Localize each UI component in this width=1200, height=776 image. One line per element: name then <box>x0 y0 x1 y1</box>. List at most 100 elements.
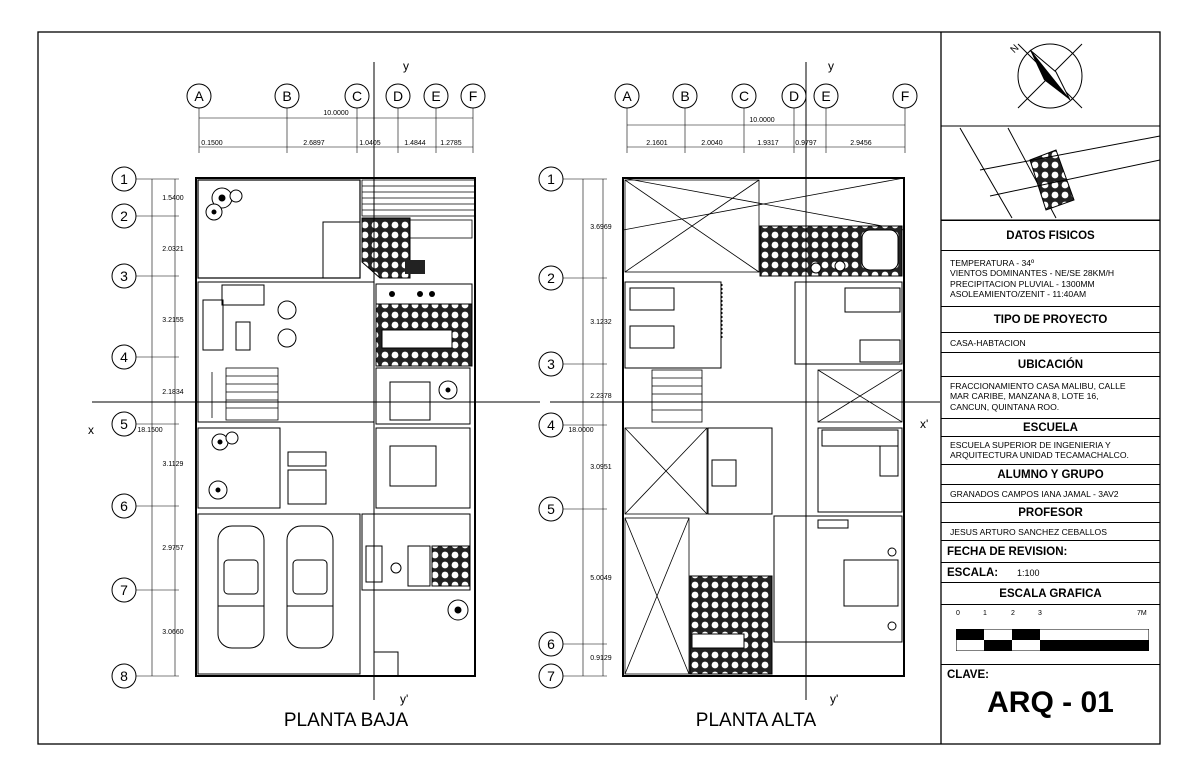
pb-row-dim-1: 2.0321 <box>162 246 184 253</box>
pb-car-2 <box>286 525 334 649</box>
pa-col-axis-f: F <box>901 88 910 104</box>
pa-col-axis-e: E <box>821 88 830 104</box>
pa-overall-height: 18.0000 <box>568 427 593 434</box>
pb-sofa-left <box>202 299 224 351</box>
escala-label: ESCALA: <box>947 567 999 579</box>
pa-sofa <box>821 429 899 447</box>
pb-study <box>375 367 471 425</box>
pa-section-x-prime: x' <box>920 417 928 431</box>
pa-void-2 <box>817 369 903 423</box>
escala-grafica-heading: ESCALA GRAFICA <box>941 582 1160 604</box>
pb-plant-2 <box>208 431 239 500</box>
pa-master-bed <box>843 559 899 607</box>
tipo-proyecto-value: CASA-HABTACION <box>950 338 1026 348</box>
planta-alta-plan <box>622 177 905 677</box>
pb-chair-2 <box>277 328 297 348</box>
scale-tick-0: 0 <box>956 610 960 617</box>
pa-study <box>707 427 773 515</box>
pb-col-axis-c: C <box>352 88 362 104</box>
pb-row-axis-5: 5 <box>120 416 128 432</box>
pa-row-axis-3: 3 <box>547 356 555 372</box>
north-arrow-icon <box>1017 43 1083 109</box>
pb-bar-base <box>287 469 327 505</box>
pa-row-axis-7: 7 <box>547 668 555 684</box>
pb-col-axis-d: D <box>393 88 403 104</box>
pb-col-axis-a: A <box>194 88 204 104</box>
scale-tick-7m: 7M <box>1137 610 1147 617</box>
graphic-scale-bar <box>956 629 1149 651</box>
pa-outer-wall <box>622 177 905 677</box>
pa-col-axis-b: B <box>680 88 689 104</box>
ubicacion-heading: UBICACIÓN <box>941 352 1160 376</box>
pa-section-y-prime: y' <box>830 692 838 706</box>
pb-section-lines <box>92 62 540 700</box>
pb-col-axis-f: F <box>469 88 478 104</box>
pb-row-dim-5: 2.9757 <box>162 545 184 552</box>
pb-row-axis-4: 4 <box>120 349 128 365</box>
escuela-heading: ESCUELA <box>941 418 1160 436</box>
pb-overall-width: 10.0000 <box>323 110 348 117</box>
pb-dining-room <box>375 427 471 509</box>
pb-row-dim-0: 1.5400 <box>162 195 184 202</box>
pb-bar <box>287 451 327 467</box>
pa-col-dim-0: 2.1601 <box>646 140 668 147</box>
pb-row-axis-6: 6 <box>120 498 128 514</box>
pa-row-dim-3: 3.0951 <box>590 464 612 471</box>
pa-desk <box>859 339 901 363</box>
pb-exterior-stairs <box>361 179 476 217</box>
pa-bath-2 <box>689 575 773 675</box>
pa-section-y: y <box>828 59 834 73</box>
pb-col-axis-b: B <box>282 88 291 104</box>
pa-bed-2 <box>629 325 675 349</box>
pb-col-dim-2: 1.0405 <box>359 140 381 147</box>
datos-fisicos-heading: DATOS FISICOS <box>941 220 1160 250</box>
pa-void-3 <box>624 427 708 675</box>
pa-col-dim-3: 0.9797 <box>795 140 817 147</box>
pa-master-bedroom <box>773 515 903 643</box>
pb-col-dim-3: 1.4844 <box>404 140 426 147</box>
pb-row-axis-2: 2 <box>120 208 128 224</box>
pb-kitchen-floor <box>361 217 411 279</box>
pb-living-room <box>197 281 375 423</box>
pb-row-dim-4: 3.1129 <box>163 461 184 468</box>
pa-row-dim-5: 0.9129 <box>590 655 612 662</box>
pa-row-dim-4: 5.0049 <box>590 575 612 582</box>
pa-row-dim-0: 3.6969 <box>590 224 612 231</box>
pb-island <box>381 329 453 349</box>
pa-row-dim-2: 2.2378 <box>590 393 612 400</box>
pa-row-axis-5: 5 <box>547 501 555 517</box>
escuela-block: ESCUELA SUPERIOR DE INGENIERIA Y ARQUITE… <box>941 436 1160 464</box>
ubicacion-line-1: FRACCIONAMIENTO CASA MALIBU, CALLE <box>950 381 1126 391</box>
pb-row-axis-1: 1 <box>120 171 128 187</box>
pb-row-dim-6: 3.0660 <box>162 629 184 636</box>
pb-section-y: y <box>403 59 409 73</box>
pb-chair-1 <box>277 300 297 320</box>
pa-row-axis-1: 1 <box>547 171 555 187</box>
pa-bedroom-2 <box>794 281 903 365</box>
alumno-heading: ALUMNO Y GRUPO <box>941 464 1160 484</box>
alumno-row: GRANADOS CAMPOS IANA JAMAL - 3AV2 <box>941 484 1160 502</box>
pb-col-dim-1: 2.6897 <box>303 140 325 147</box>
datos-fisicos-line-1: TEMPERATURA - 34º <box>950 258 1035 268</box>
escala-row: ESCALA: 1:100 <box>941 562 1160 582</box>
escuela-line-2: ARQUITECTURA UNIDAD TECAMACHALCO. <box>950 450 1129 461</box>
pb-kitchen-cabinet <box>409 219 473 239</box>
pb-patio <box>197 427 281 509</box>
pb-car-1 <box>217 525 265 649</box>
sheet-border <box>37 31 1161 745</box>
pb-col-dim-0: 0.1500 <box>201 140 223 147</box>
pa-col-axis-c: C <box>739 88 749 104</box>
pb-row-axis-8: 8 <box>120 668 128 684</box>
ubicacion-block: FRACCIONAMIENTO CASA MALIBU, CALLE MAR C… <box>941 376 1160 418</box>
pb-plant-1 <box>205 187 243 221</box>
escala-value: 1:100 <box>1017 568 1040 578</box>
datos-fisicos-line-3: PRECIPITACION PLUVIAL - 1300MM <box>950 278 1095 289</box>
alumno-value: GRANADOS CAMPOS IANA JAMAL - 3AV2 <box>950 489 1119 499</box>
pb-row-dim-3: 2.1834 <box>162 389 184 396</box>
pa-col-axis-a: A <box>622 88 632 104</box>
pa-col-dim-2: 1.9317 <box>757 140 779 147</box>
pb-half-bath <box>431 545 471 587</box>
